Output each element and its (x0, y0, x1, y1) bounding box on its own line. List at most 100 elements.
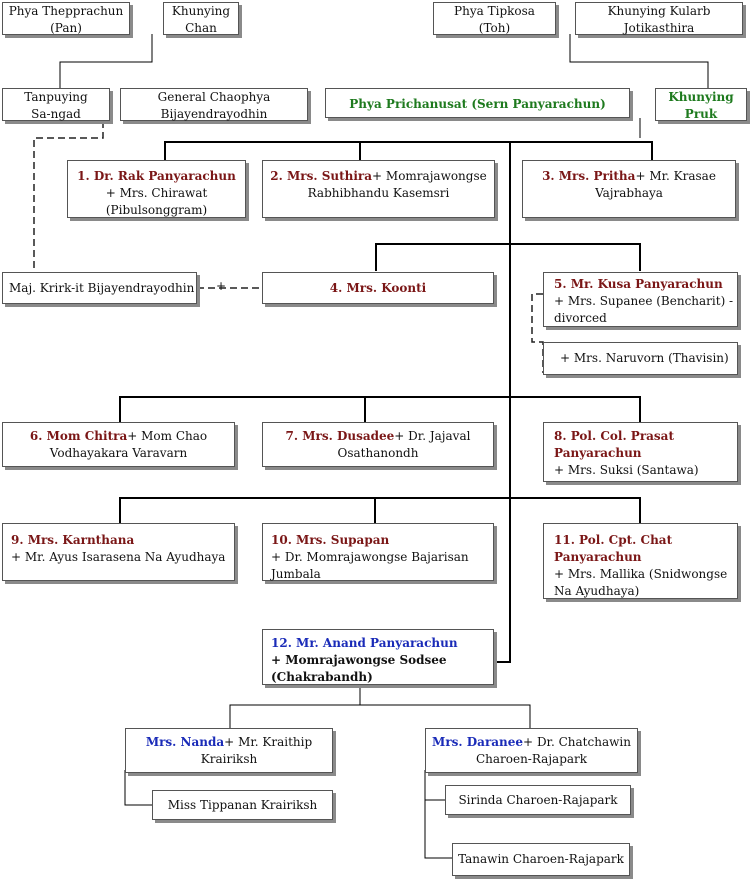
spouse-line: (Pibulsonggram) (105, 203, 208, 217)
node-child-4-koonti: 4. Mrs. Koonti (262, 272, 494, 304)
node-child-1-rak: 1. Dr. Rak Panyarachun + Mrs. Chirawat (… (67, 160, 246, 218)
spouse-line: Mrs. Naruvorn (Thavisin) (573, 351, 729, 365)
name-child-5: 5. Mr. Kusa Panyarachun (554, 277, 723, 291)
spouse-line: Dr. Jajaval (408, 429, 471, 443)
spouse-line: Mrs. Chirawat (119, 186, 208, 200)
name-child-7: 7. Mrs. Dusadee (285, 429, 395, 443)
node-maj-krirk-it: Maj. Krirk-it Bijayendrayodhin (2, 272, 197, 304)
node-line: (Pan) (50, 21, 82, 35)
name-krirk-it: Maj. Krirk-it Bijayendrayodhin (9, 281, 195, 295)
spouse-line: divorced (554, 311, 607, 325)
node-child-11-chat: 11. Pol. Cpt. Chat Panyarachun + Mrs. Ma… (543, 523, 738, 599)
name-tippanan: Miss Tippanan Krairiksh (167, 798, 318, 812)
node-general-chaophya: General Chaophya Bijayendrayodhin (120, 88, 308, 121)
node-child-5-kusa: 5. Mr. Kusa Panyarachun + Mrs. Supanee (… (543, 272, 738, 327)
name-child-2: 2. Mrs. Suthira (270, 169, 373, 183)
connector-daranee-tanawin (424, 800, 452, 859)
plus-sign-koonti-marriage: + (216, 279, 227, 293)
plus-sign: + (554, 463, 565, 477)
plus-sign: + (127, 429, 138, 443)
spouse-line: Krairiksh (200, 752, 258, 766)
node-line: Bijayendrayodhin (160, 107, 268, 121)
connector-dashed-kusa-spouses (531, 293, 544, 373)
spouse-line: Na Ayudhaya) (554, 584, 640, 598)
node-child-3-pritha: 3. Mrs. Pritha+ Mr. Krasae Vajrabhaya (522, 160, 736, 218)
spouse-line: Vodhayakara Varavarn (49, 446, 188, 460)
name-child-9: 9. Mrs. Karnthana (11, 533, 135, 547)
node-khunying-pruk: Khunying Pruk (655, 88, 747, 121)
plus-sign: + (105, 186, 116, 200)
connector-daranee-sirinda (424, 770, 445, 801)
connector-children-row3 (119, 396, 641, 422)
connector-nanda-tippanan (124, 770, 152, 806)
name-child-4: 4. Mrs. Koonti (329, 281, 427, 295)
spouse-line: Mr. Krasae (649, 169, 716, 183)
name-tanawin: Tanawin Charoen-Rajapark (458, 852, 624, 866)
node-line: Phya Thepprachun (8, 4, 124, 18)
name-prichanusat: Phya Prichanusat (Sern Panyarachun) (349, 97, 606, 111)
connector-children-row4 (119, 497, 641, 523)
spouse-line: Momrajawongse Sodsee (285, 653, 447, 667)
spouse-line: (Chakrabandh) (271, 670, 373, 684)
node-child-9-karnthana: 9. Mrs. Karnthana + Mr. Ayus Isarasena N… (2, 523, 235, 581)
plus-sign: + (635, 169, 646, 183)
connector-anand-nanda (229, 684, 361, 728)
node-phya-tipkosa: Phya Tipkosa (Toh) (433, 2, 556, 35)
node-line: Sa-ngad (31, 107, 81, 121)
spouse-line: Dr. Chatchawin (536, 735, 631, 749)
plus-sign: + (224, 735, 235, 749)
name-child-11-cont: Panyarachun (554, 550, 642, 564)
plus-sign: + (372, 169, 383, 183)
name-child-3: 3. Mrs. Pritha (542, 169, 636, 183)
node-tanawin: Tanawin Charoen-Rajapark (452, 843, 630, 876)
node-line: Khunying Kularb (607, 4, 711, 18)
node-child-7-dusadee: 7. Mrs. Dusadee+ Dr. Jajaval Osathanondh (262, 422, 494, 467)
connector-thepprachun-tanpuying (59, 34, 153, 88)
name-child-8-cont: Panyarachun (554, 446, 642, 460)
name-sirinda: Sirinda Charoen-Rajapark (458, 793, 618, 807)
name-child-1: 1. Dr. Rak Panyarachun (77, 169, 236, 183)
spouse-line: Jumbala (271, 567, 321, 581)
plus-sign: + (554, 294, 565, 308)
connector-tipkosa-pruk (569, 34, 709, 88)
node-child-12-anand: 12. Mr. Anand Panyarachun + Momrajawongs… (262, 629, 494, 685)
node-line: Phya Tipkosa (454, 4, 535, 18)
name-daranee: Mrs. Daranee (432, 735, 524, 749)
node-child-2-suthira: 2. Mrs. Suthira+ Momrajawongse Rabhibhan… (262, 160, 495, 218)
node-tanpuying-sa-ngad: Tanpuying Sa-ngad (2, 88, 110, 121)
spouse-line: Mrs. Suksi (Santawa) (567, 463, 699, 477)
node-line: Chan (185, 21, 217, 35)
name-child-12: 12. Mr. Anand Panyarachun (271, 636, 458, 650)
name-child-10: 10. Mrs. Supapan (271, 533, 390, 547)
node-sirinda: Sirinda Charoen-Rajapark (445, 785, 631, 815)
node-child-8-prasat: 8. Pol. Col. Prasat Panyarachun + Mrs. S… (543, 422, 738, 482)
plus-sign: + (11, 550, 22, 564)
node-grandchild-daranee: Mrs. Daranee+ Dr. Chatchawin Charoen-Raj… (425, 728, 638, 773)
node-child-6-chitra: 6. Mom Chitra+ Mom Chao Vodhayakara Vara… (2, 422, 235, 467)
plus-sign: + (394, 429, 405, 443)
node-khunying-kularb: Khunying Kularb Jotikasthira (575, 2, 743, 35)
plus-sign: + (271, 550, 282, 564)
spouse-line: Dr. Momrajawongse Bajarisan (284, 550, 469, 564)
node-line: Khunying (668, 90, 734, 104)
spouse-line: Rabhibhandu Kasemsri (307, 186, 450, 200)
connector-anand-daranee (360, 704, 531, 728)
node-child-5-second-spouse: + Mrs. Naruvorn (Thavisin) (543, 342, 738, 375)
node-line: Tanpuying (24, 90, 88, 104)
spouse-line: Osathanondh (337, 446, 419, 460)
spouse-line: Mr. Kraithip (238, 735, 313, 749)
node-grandchild-nanda: Mrs. Nanda+ Mr. Kraithip Krairiksh (125, 728, 333, 773)
node-line: (Toh) (478, 21, 511, 35)
name-nanda: Mrs. Nanda (145, 735, 225, 749)
name-child-6: 6. Mom Chitra (29, 429, 128, 443)
spouse-line: Mr. Ayus Isarasena Na Ayudhaya (24, 550, 226, 564)
plus-sign: + (554, 567, 565, 581)
spouse-line: Mrs. Mallika (Snidwongse (567, 567, 728, 581)
connector-children-row1 (164, 141, 653, 160)
node-phya-prichanusat: Phya Prichanusat (Sern Panyarachun) (325, 88, 630, 118)
plus-sign: + (523, 735, 534, 749)
spouse-line: Mom Chao (141, 429, 208, 443)
spouse-line: Vajrabhaya (595, 186, 663, 200)
